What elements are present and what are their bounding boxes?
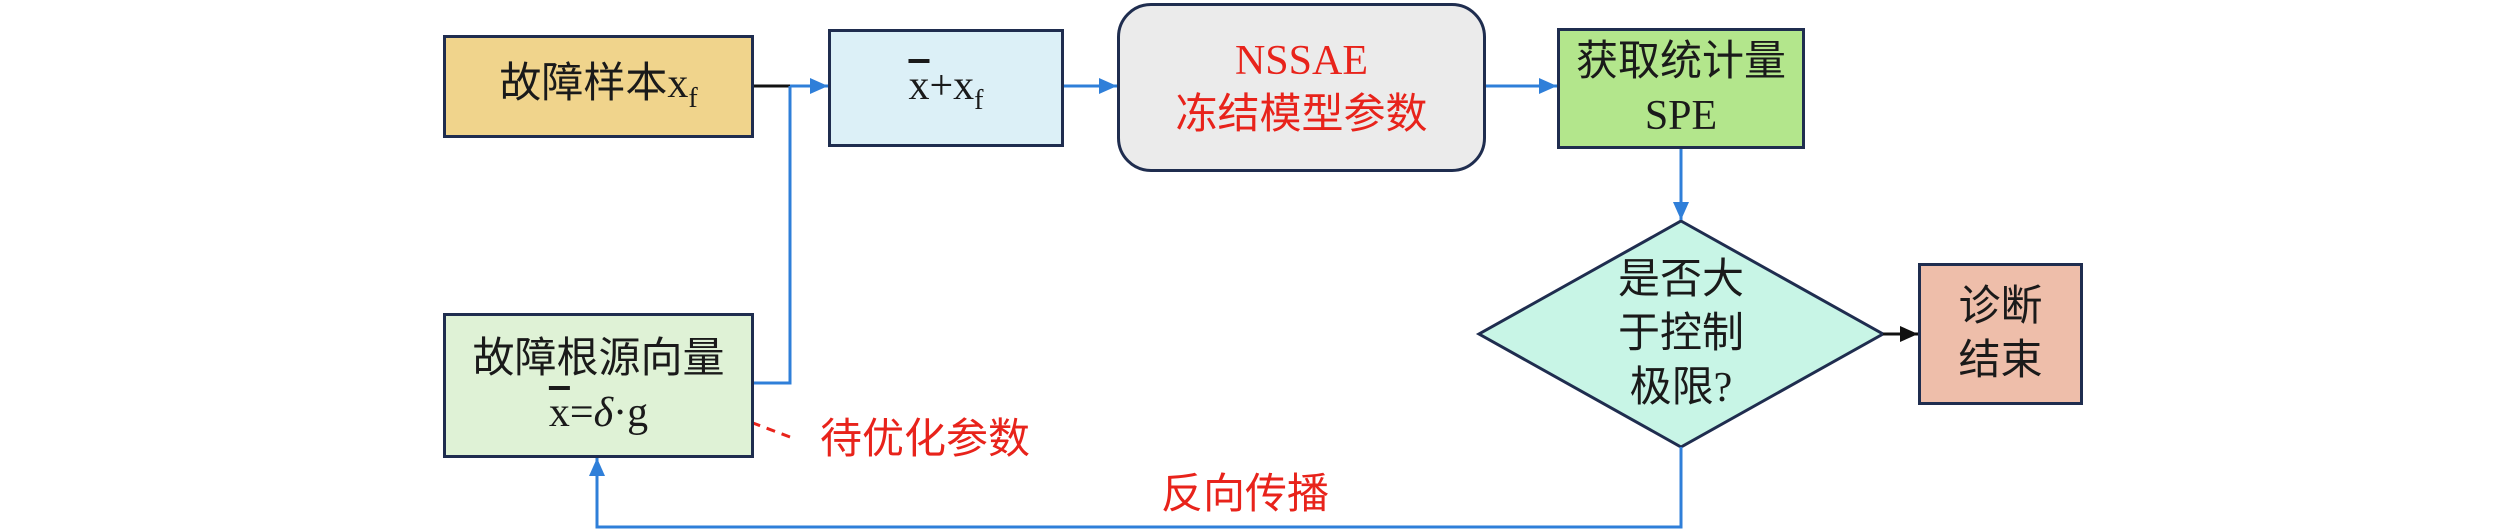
optimize-annotation: 待优化参数	[820, 417, 1031, 463]
spe-box: 获取统计量 SPE	[1557, 28, 1805, 149]
fault-sample-box: 故障样本xf	[443, 35, 754, 138]
nssae-title: NSSAE	[1234, 37, 1369, 84]
decision-line3: 极限?	[1629, 365, 1733, 411]
nssae-box: NSSAE 冻结模型参数	[1117, 3, 1486, 172]
decision-line2: 于控制	[1617, 311, 1744, 357]
sum-box: x+xf	[828, 29, 1064, 147]
sum-x-bar: x	[908, 62, 930, 109]
backprop-label: 反向传播	[1161, 472, 1330, 518]
arrow-backprop-loop	[589, 447, 1683, 529]
connector-root-to-junction	[754, 86, 792, 385]
decision-text: 是否大 于控制 极限?	[1560, 251, 1802, 417]
root-vector-formula: x=δ·g	[549, 386, 648, 440]
sum-subscript: f	[974, 84, 984, 116]
sum-plus-x: +x	[929, 62, 975, 109]
fault-sample-label: 故障样本xf	[499, 57, 697, 116]
root-vector-box: 故障根源向量 x=δ·g	[443, 313, 754, 458]
root-delta: δ	[593, 389, 614, 436]
end-line2: 结束	[1958, 338, 2043, 384]
nssae-subtitle: 冻结模型参数	[1175, 91, 1428, 138]
spe-line1: 获取统计量	[1575, 38, 1786, 85]
decision-line1: 是否大	[1617, 257, 1744, 303]
root-equals: =	[569, 389, 594, 436]
spe-line2: SPE	[1644, 92, 1718, 139]
root-tail: ·g	[613, 389, 649, 436]
root-vector-title: 故障根源向量	[472, 335, 725, 382]
end-box: 诊断 结束	[1918, 263, 2083, 405]
end-line1: 诊断	[1958, 284, 2043, 330]
root-x-bar: x	[548, 389, 570, 436]
fault-sample-text: 故障样本x	[499, 61, 689, 107]
sum-expression: x+xf	[908, 59, 983, 118]
fault-sample-subscript: f	[688, 83, 698, 114]
